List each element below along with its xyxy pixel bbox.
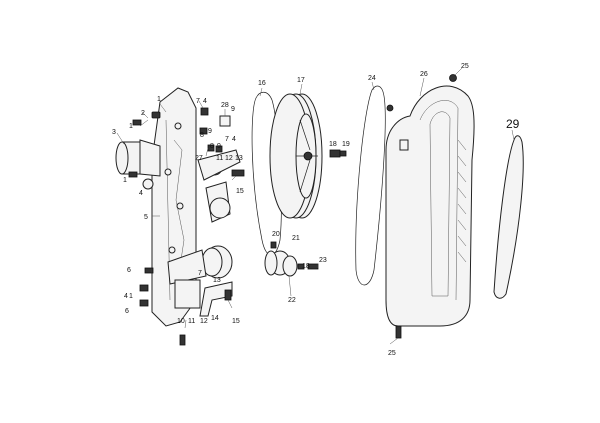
label-1: 1 bbox=[129, 123, 133, 130]
label-18: 18 bbox=[302, 263, 310, 270]
label-17: 17 bbox=[297, 77, 305, 84]
label-24: 24 bbox=[368, 75, 376, 82]
label-27: 27 bbox=[195, 155, 203, 162]
label-8: 8 bbox=[200, 132, 204, 139]
side-panel bbox=[493, 135, 524, 299]
label-1: 1 bbox=[157, 96, 161, 103]
label-25: 25 bbox=[461, 63, 469, 70]
pulley-bolt bbox=[329, 149, 347, 158]
label-10: 10 bbox=[177, 318, 185, 325]
label-4: 4 bbox=[139, 190, 143, 197]
part-labels: 1 2 1 3 7 4 28 9 8 9 7 4 8 9 27 11 12 13… bbox=[112, 63, 520, 357]
label-9: 9 bbox=[217, 143, 221, 150]
label-13: 13 bbox=[235, 155, 243, 162]
label-7: 7 bbox=[198, 270, 202, 277]
label-11: 11 bbox=[188, 318, 195, 325]
label-20: 20 bbox=[272, 231, 280, 238]
label-21: 21 bbox=[292, 235, 300, 242]
label-1: 1 bbox=[123, 177, 127, 184]
label-6: 6 bbox=[127, 267, 131, 274]
label-3: 3 bbox=[112, 129, 116, 136]
tensioner-upper bbox=[197, 107, 245, 223]
label-16: 16 bbox=[258, 80, 266, 87]
label-6: 6 bbox=[125, 308, 129, 315]
label-22: 22 bbox=[288, 297, 296, 304]
drive-belt-large bbox=[355, 85, 386, 286]
label-4: 4 bbox=[232, 136, 236, 143]
label-15: 15 bbox=[236, 188, 244, 195]
label-8: 8 bbox=[210, 143, 214, 150]
cylinder-spacer bbox=[115, 139, 161, 177]
label-28: 28 bbox=[221, 102, 229, 109]
label-4: 4 bbox=[124, 293, 128, 300]
drive-belt-small bbox=[251, 91, 282, 256]
label-15: 15 bbox=[232, 318, 240, 325]
label-1: 1 bbox=[129, 293, 133, 300]
label-14: 14 bbox=[211, 315, 219, 322]
idler-pulley-lower bbox=[167, 245, 233, 317]
label-29: 29 bbox=[506, 117, 520, 131]
label-2: 2 bbox=[141, 110, 145, 117]
label-18: 18 bbox=[329, 141, 337, 148]
label-7: 7 bbox=[196, 98, 200, 105]
label-25: 25 bbox=[388, 350, 396, 357]
label-9: 9 bbox=[231, 106, 235, 113]
label-4: 4 bbox=[203, 98, 207, 105]
label-5: 5 bbox=[144, 214, 148, 221]
label-11: 11 bbox=[216, 155, 223, 162]
leader-lines bbox=[116, 67, 515, 345]
label-13: 13 bbox=[213, 277, 221, 284]
label-9: 9 bbox=[208, 128, 212, 135]
label-12: 12 bbox=[200, 318, 208, 325]
belt-cover bbox=[385, 74, 475, 339]
label-19: 19 bbox=[342, 141, 350, 148]
label-26: 26 bbox=[420, 71, 428, 78]
small-pulley-set bbox=[264, 241, 319, 277]
small-fasteners-left bbox=[128, 111, 186, 346]
label-7: 7 bbox=[225, 136, 229, 143]
label-23: 23 bbox=[319, 257, 327, 264]
label-12: 12 bbox=[225, 155, 233, 162]
main-pulley bbox=[269, 93, 323, 219]
